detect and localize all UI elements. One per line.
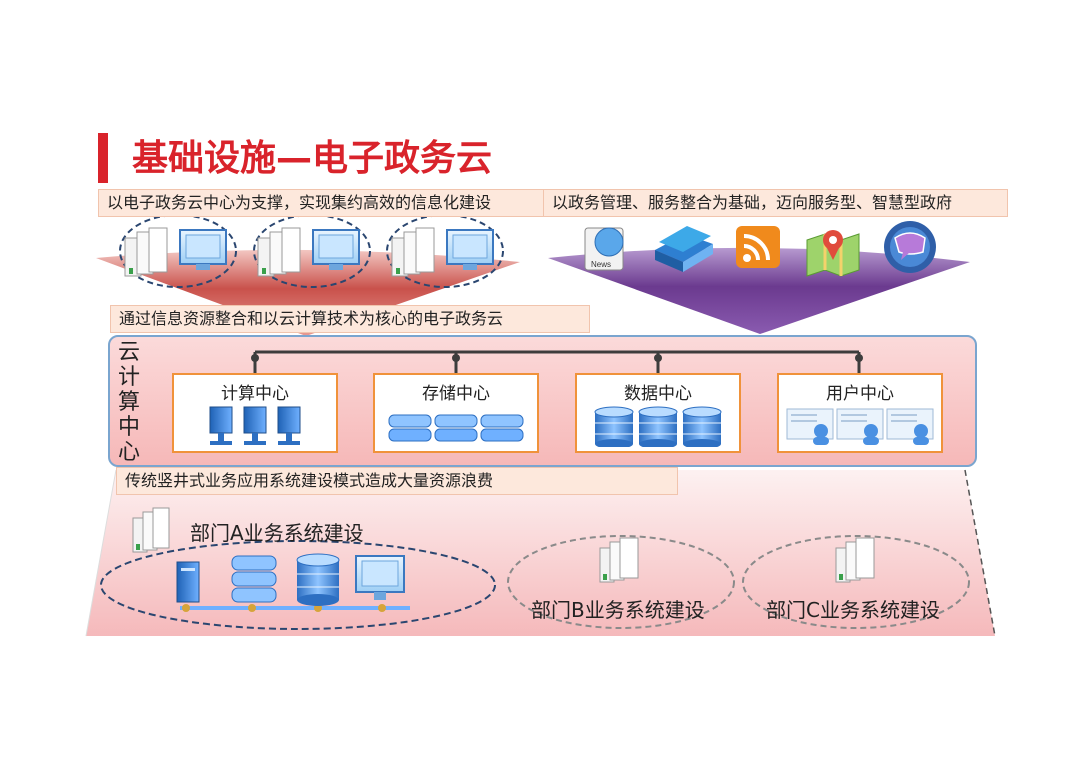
label-right-caption: 以政务管理、服务整合为基础，迈向服务型、智慧型政府 [543, 189, 1008, 217]
monitor-icon [312, 229, 360, 270]
dept-b-label: 部门B业务系统建设 [531, 598, 705, 622]
server-tower-icon [209, 406, 301, 445]
center-box-user: 用户中心 [777, 373, 943, 453]
dept-a-ellipse [100, 540, 496, 630]
server-rack-icon [257, 227, 301, 277]
dept-c-ellipse [742, 535, 970, 629]
center-box-data: 数据中心 [575, 373, 741, 453]
map-pin-icon [806, 230, 860, 277]
monitor-icon [179, 229, 227, 270]
center-name: 计算中心 [221, 384, 289, 404]
news-icon: News [584, 227, 624, 271]
title-accent-bar [98, 133, 108, 183]
page-title: 基础设施—电子政务云 [132, 138, 493, 179]
dept-a-tower-icon [176, 561, 200, 603]
center-name: 存储中心 [422, 384, 490, 404]
dept-a-monitor-icon [355, 555, 405, 600]
chat-globe-icon [884, 221, 936, 273]
label-middle-caption: 通过信息资源整合和以云计算技术为核心的电子政务云 [110, 305, 590, 333]
label-bottom-caption: 传统竖井式业务应用系统建设模式造成大量资源浪费 [116, 467, 678, 495]
center-box-storage: 存储中心 [373, 373, 539, 453]
book-icon [655, 226, 713, 272]
dept-a-server-rack-icon [132, 507, 170, 553]
rss-icon [736, 226, 780, 268]
database-icon [594, 406, 722, 447]
storage-drive-icon [388, 414, 524, 442]
dept-a-label: 部门A业务系统建设 [190, 521, 364, 545]
server-rack-icon [124, 227, 168, 277]
dept-c-label: 部门C业务系统建设 [766, 598, 940, 622]
dept-a-database-icon [296, 553, 340, 606]
center-name: 用户中心 [826, 384, 894, 404]
dept-c-server-rack-icon [835, 537, 875, 583]
right-funnel [548, 247, 970, 334]
dept-b-ellipse [507, 535, 735, 629]
dept-a-network [180, 604, 410, 612]
cloud-center-title: 云计算中心 [118, 340, 141, 465]
server-rack-icon [391, 227, 435, 277]
label-left-caption: 以电子政务云中心为支撑，实现集约高效的信息化建设 [98, 189, 546, 217]
user-card-icon [786, 408, 934, 445]
news-icon-text: News [591, 260, 611, 269]
center-box-compute: 计算中心 [172, 373, 338, 453]
monitor-icon [446, 229, 494, 270]
dept-a-storage-icon [231, 555, 277, 603]
bottom-trapezoid-edge [964, 469, 996, 637]
dept-b-server-rack-icon [599, 537, 639, 583]
center-name: 数据中心 [624, 384, 692, 404]
